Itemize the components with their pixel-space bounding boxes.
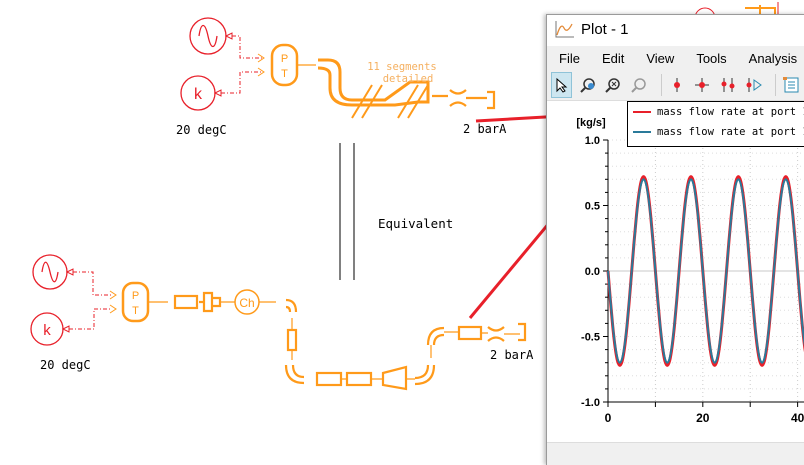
menu-edit[interactable]: Edit [601,50,625,66]
plot-toolbar [547,70,804,101]
x-tick-label: 20 [696,411,710,425]
k-label: k [43,322,51,339]
temperature-label: 20 degC [176,123,227,137]
svg-text:P: P [281,53,288,65]
pressure-label: 2 barA [463,122,507,136]
legend-swatch-red [633,111,651,113]
menu-view[interactable]: View [646,50,675,66]
y-tick-label: 1.0 [585,135,600,147]
series-line-2 [607,178,804,364]
double-cursor-icon[interactable] [718,73,737,97]
svg-text:P: P [132,290,139,302]
y-tick-label: -0.5 [581,332,600,344]
segments-note-2: detailed [383,73,434,85]
plot-legend[interactable]: mass flow rate at port 1 mass flow rate … [627,101,804,147]
legend-entry: mass flow rate at port 1 [633,102,804,122]
equivalent-label: Equivalent [378,216,453,231]
bottom-circuit: k P T Ch 20 degC [30,254,534,391]
list-icon[interactable] [782,73,801,97]
y-tick-label: 0.0 [585,266,600,278]
menu-bar: File Edit View Tools Analysis [547,46,804,70]
select-icon[interactable] [551,72,573,98]
crosshair-icon[interactable] [693,73,712,97]
zoom-undo-icon[interactable] [629,73,648,97]
temperature-label: 20 degC [40,358,91,372]
legend-entry: mass flow rate at port 1 [633,122,804,142]
check-valve[interactable]: Ch [234,289,260,315]
menu-file[interactable]: File [559,50,580,66]
legend-swatch-teal [633,131,651,133]
menu-tools[interactable]: Tools [696,50,727,66]
k-label: k [194,86,203,103]
zoom-fit-icon[interactable] [604,73,623,97]
svg-text:Ch: Ch [239,296,254,310]
y-tick-label: -1.0 [581,397,600,409]
pressure-label: 2 barA [490,348,534,362]
y-axis-label: [kg/s] [576,117,606,129]
pt-sensor[interactable]: P T [121,281,150,323]
plot-window[interactable]: Plot - 1 File Edit View Tools Analysis 1… [546,14,804,465]
y-tick-label: 0.5 [585,201,600,213]
constant-source-icon[interactable]: k [180,75,222,111]
svg-text:T: T [281,68,288,80]
segments-note: 11 segments [367,61,437,73]
top-circuit: k P T 11 segments detailed 20 degC 2 bar… [176,17,507,137]
toolbar-separator [774,74,776,96]
equivalence-divider [339,143,355,280]
plot-area[interactable]: 1.0 0.5 0.0 -0.5 -1.0 0 20 40 [kg/s] [547,98,804,443]
x-tick-label: 0 [605,411,612,425]
plot-app-icon [555,21,574,38]
cursor-icon[interactable] [667,73,686,97]
plot-window-title: Plot - 1 [581,20,629,38]
cursor-play-icon[interactable] [743,73,762,97]
pt-sensor[interactable]: P T [270,43,299,87]
sine-source-icon[interactable] [189,17,233,55]
menu-analysis[interactable]: Analysis [748,50,798,66]
plot-title-bar[interactable]: Plot - 1 [547,15,804,43]
sine-source-icon[interactable] [32,254,74,290]
x-tick-label: 40 [791,411,804,425]
toolbar-separator [660,74,662,96]
constant-source-icon[interactable]: k [30,312,70,346]
status-bar [547,442,804,465]
zoom-in-icon[interactable] [578,73,597,97]
svg-text:T: T [132,305,139,317]
